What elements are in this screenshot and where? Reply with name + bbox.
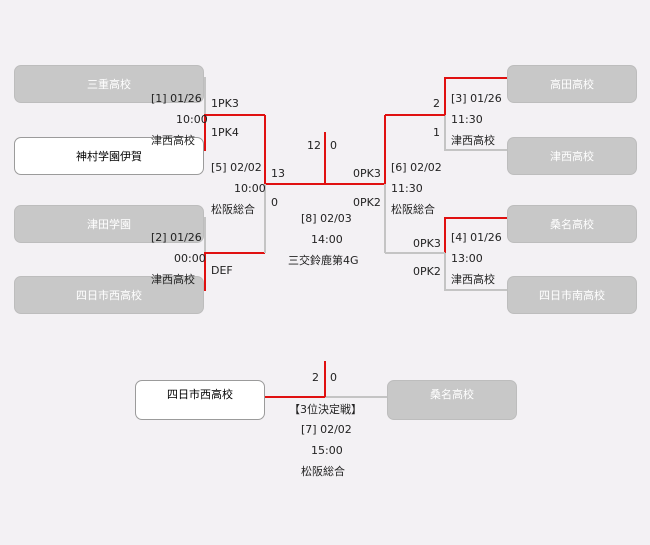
- match-8-id: [8] 02/03: [301, 212, 352, 225]
- match-3-time: 11:30: [451, 113, 483, 126]
- match-5-score-b: 0: [271, 196, 278, 209]
- match-7-time: 15:00: [311, 444, 343, 457]
- line-t7: [444, 217, 507, 253]
- match-1-score-b: 1PK4: [211, 126, 239, 139]
- team-box-6: 津西高校: [507, 137, 637, 175]
- line-t5: [444, 77, 507, 115]
- match-5-time: 10:00: [234, 182, 266, 195]
- match-7-venue: 松阪総合: [301, 465, 345, 478]
- match-7-score-b: 0: [330, 371, 337, 384]
- team-box-10: 桑名高校: [387, 380, 517, 420]
- team-box-4: 四日市西高校: [14, 276, 204, 314]
- match-3-venue: 津西高校: [451, 134, 495, 147]
- match-8-score-b: 0: [330, 139, 337, 152]
- match-2-score-b: DEF: [211, 264, 233, 277]
- match-6-venue: 松阪総合: [391, 203, 435, 216]
- team-box-3: 津田学園: [14, 205, 204, 243]
- match-8-venue: 三交鈴鹿第4G: [288, 254, 359, 267]
- team-box-7: 桑名高校: [507, 205, 637, 243]
- match-3-score-a: 2: [433, 97, 440, 110]
- match-7-id: [7] 02/02: [301, 423, 352, 436]
- team-box-8: 四日市南高校: [507, 276, 637, 314]
- match-8-time: 14:00: [311, 233, 343, 246]
- match-1-score-a: 1PK3: [211, 97, 239, 110]
- match-1-id: [1] 01/26: [151, 92, 202, 105]
- team-box-2: 神村学園伊賀: [14, 137, 204, 175]
- match-7-score-a: 2: [312, 371, 319, 384]
- match-2-id: [2] 01/26: [151, 231, 202, 244]
- match-2-venue: 津西高校: [151, 273, 195, 286]
- match-1-time: 10:00: [176, 113, 208, 126]
- team-box-9: 四日市西高校: [135, 380, 265, 420]
- match-4-id: [4] 01/26: [451, 231, 502, 244]
- match-5-score-a: 13: [271, 167, 285, 180]
- match-5-id: [5] 02/02: [211, 161, 262, 174]
- match-4-venue: 津西高校: [451, 273, 495, 286]
- match-1-venue: 津西高校: [151, 134, 195, 147]
- match-3-score-b: 1: [433, 126, 440, 139]
- match-4-score-a: 0PK3: [413, 237, 441, 250]
- match-4-score-b: 0PK2: [413, 265, 441, 278]
- match-3-id: [3] 01/26: [451, 92, 502, 105]
- team-box-5: 高田高校: [507, 65, 637, 103]
- match-5-venue: 松阪総合: [211, 203, 255, 216]
- line-t8: [444, 253, 507, 291]
- match-6-id: [6] 02/02: [391, 161, 442, 174]
- line-t6: [444, 115, 507, 151]
- team-box-1: 三重高校: [14, 65, 204, 103]
- match-2-time: 00:00: [174, 252, 206, 265]
- match-6-score-b: 0PK2: [353, 196, 381, 209]
- match-6-time: 11:30: [391, 182, 423, 195]
- match-4-time: 13:00: [451, 252, 483, 265]
- match-8-score-a: 12: [307, 139, 321, 152]
- match-6-score-a: 0PK3: [353, 167, 381, 180]
- match-7-title: 【3位決定戦】: [289, 403, 362, 416]
